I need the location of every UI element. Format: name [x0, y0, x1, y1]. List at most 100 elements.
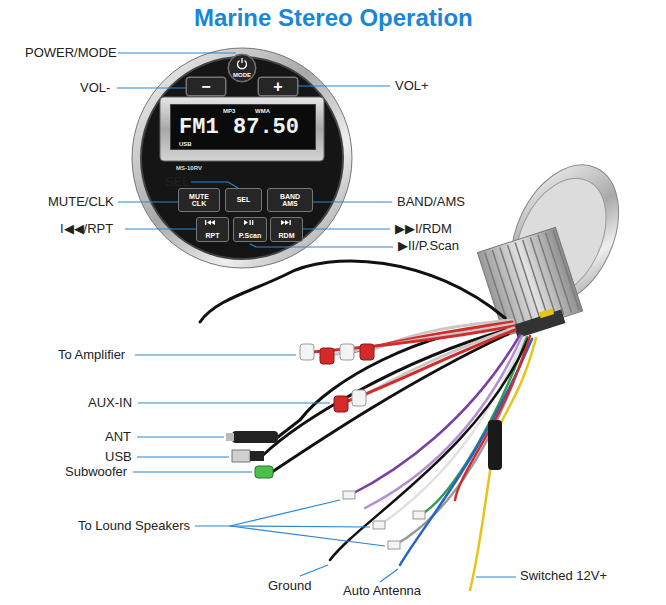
connector-plugs: [226, 344, 425, 549]
mute-button: MUTE CLK: [178, 188, 220, 212]
rear-housing: [553, 230, 579, 310]
connector-plugs: [300, 344, 314, 360]
next-icon: [281, 220, 285, 225]
next-icon: [290, 220, 291, 225]
connector-plugs: [232, 450, 250, 462]
volume-down-button: −: [186, 77, 226, 96]
callout-label: USB: [105, 450, 132, 465]
connector-plugs: [388, 541, 400, 549]
display-text: 87.50: [233, 117, 299, 139]
front-panel: [132, 48, 352, 268]
front-panel: [132, 48, 352, 268]
prev-icon: [205, 220, 206, 225]
rear-housing: [539, 308, 554, 318]
play-button: P.Scan: [233, 217, 267, 242]
button-text: +: [273, 79, 282, 95]
leader-lines: [298, 85, 390, 86]
leader-lines: [195, 500, 340, 526]
wire-harness: [455, 336, 530, 500]
front-panel: [228, 54, 256, 82]
front-panel: [258, 77, 298, 96]
connector-plugs: [413, 511, 425, 519]
connector-plugs: [343, 491, 355, 499]
leader-lines: [313, 201, 392, 202]
rear-housing: [477, 148, 639, 342]
leader-lines: [250, 244, 393, 247]
wire-harness: [380, 337, 525, 525]
power-icon: [238, 61, 247, 69]
button-text: BAND AMS: [277, 193, 303, 208]
button-text: −: [201, 79, 210, 95]
wire-harness: [345, 330, 515, 402]
leader-lines: [476, 576, 516, 577]
callout-label: VOL+: [395, 79, 429, 94]
connector-plugs: [334, 396, 348, 412]
front-panel: [160, 97, 324, 161]
select-button: SEL: [225, 188, 262, 212]
volume-up-button: +: [258, 77, 298, 96]
callout-label: Ground: [268, 579, 311, 594]
callout-label: ANT: [105, 430, 131, 445]
connector-plugs: [340, 344, 354, 360]
callout-label: To Lound Speakers: [78, 519, 190, 534]
button-text: RDM: [279, 232, 295, 239]
callout-label: I◀◀/RPT: [60, 222, 113, 237]
model-number: MS-10RV: [176, 165, 202, 171]
display-text: MP3: [223, 108, 235, 114]
connector-plugs: [373, 521, 385, 529]
leader-lines: [117, 87, 186, 88]
display-text: WMA: [255, 108, 270, 114]
connector-plugs: [232, 431, 278, 443]
play-pause-icon: [250, 220, 251, 225]
leader-lines: [230, 526, 385, 546]
connector-plugs: [352, 390, 366, 406]
callout-label: VOL-: [80, 81, 110, 96]
band-button: BAND AMS: [267, 188, 313, 212]
wire-harness: [488, 420, 502, 470]
power-icon: [238, 58, 247, 69]
power-button: MODE: [228, 54, 256, 82]
leader-lines: [230, 526, 370, 527]
play-pause-icon: [244, 220, 248, 225]
next-icon: [285, 220, 289, 225]
button-text: MODE: [233, 72, 251, 78]
leader-lines: [138, 402, 330, 403]
connector-plugs: [226, 433, 234, 441]
connector-plugs: [360, 344, 374, 360]
diagram-title: Marine Stereo Operation: [194, 4, 473, 32]
next-icon: [281, 220, 291, 225]
play-pause-icon: [244, 220, 253, 225]
display-text: FM1: [179, 117, 219, 139]
wire-harness: [420, 337, 527, 515]
callout-label: ▶▶I/RDM: [395, 222, 452, 237]
leader-lines: [118, 52, 236, 53]
connector-plugs: [320, 348, 334, 364]
wire-harness: [200, 261, 505, 322]
display-text: USB: [179, 141, 192, 147]
leader-lines: [137, 456, 229, 457]
rear-housing: [485, 230, 579, 332]
connector-plugs: [250, 451, 264, 461]
front-panel: [186, 77, 226, 96]
leader-lines: [118, 201, 178, 202]
prev-icon: [211, 220, 215, 225]
wire-harness: [470, 338, 536, 590]
lcd-display: MP3 WMA FM1 87.50USB: [170, 104, 316, 150]
button-text: MUTE CLK: [186, 193, 212, 208]
callout-label: Switched 12V+: [520, 569, 607, 584]
callout-label: BAND/AMS: [397, 195, 465, 210]
next-button: RDM: [270, 217, 303, 242]
leader-lines: [133, 471, 252, 472]
power-icon: [241, 58, 242, 63]
prev-icon: [205, 220, 215, 225]
button-text: RPT: [206, 232, 220, 239]
button-text: SEL: [237, 196, 251, 203]
callout-label: MUTE/CLK: [48, 195, 114, 210]
play-pause-icon: [252, 220, 253, 225]
prev-icon: [207, 220, 211, 225]
callout-label: To Amplifier: [58, 348, 125, 363]
wire-harness: [395, 338, 529, 545]
leader-lines: [380, 569, 398, 582]
prev-button: RPT: [196, 217, 229, 242]
